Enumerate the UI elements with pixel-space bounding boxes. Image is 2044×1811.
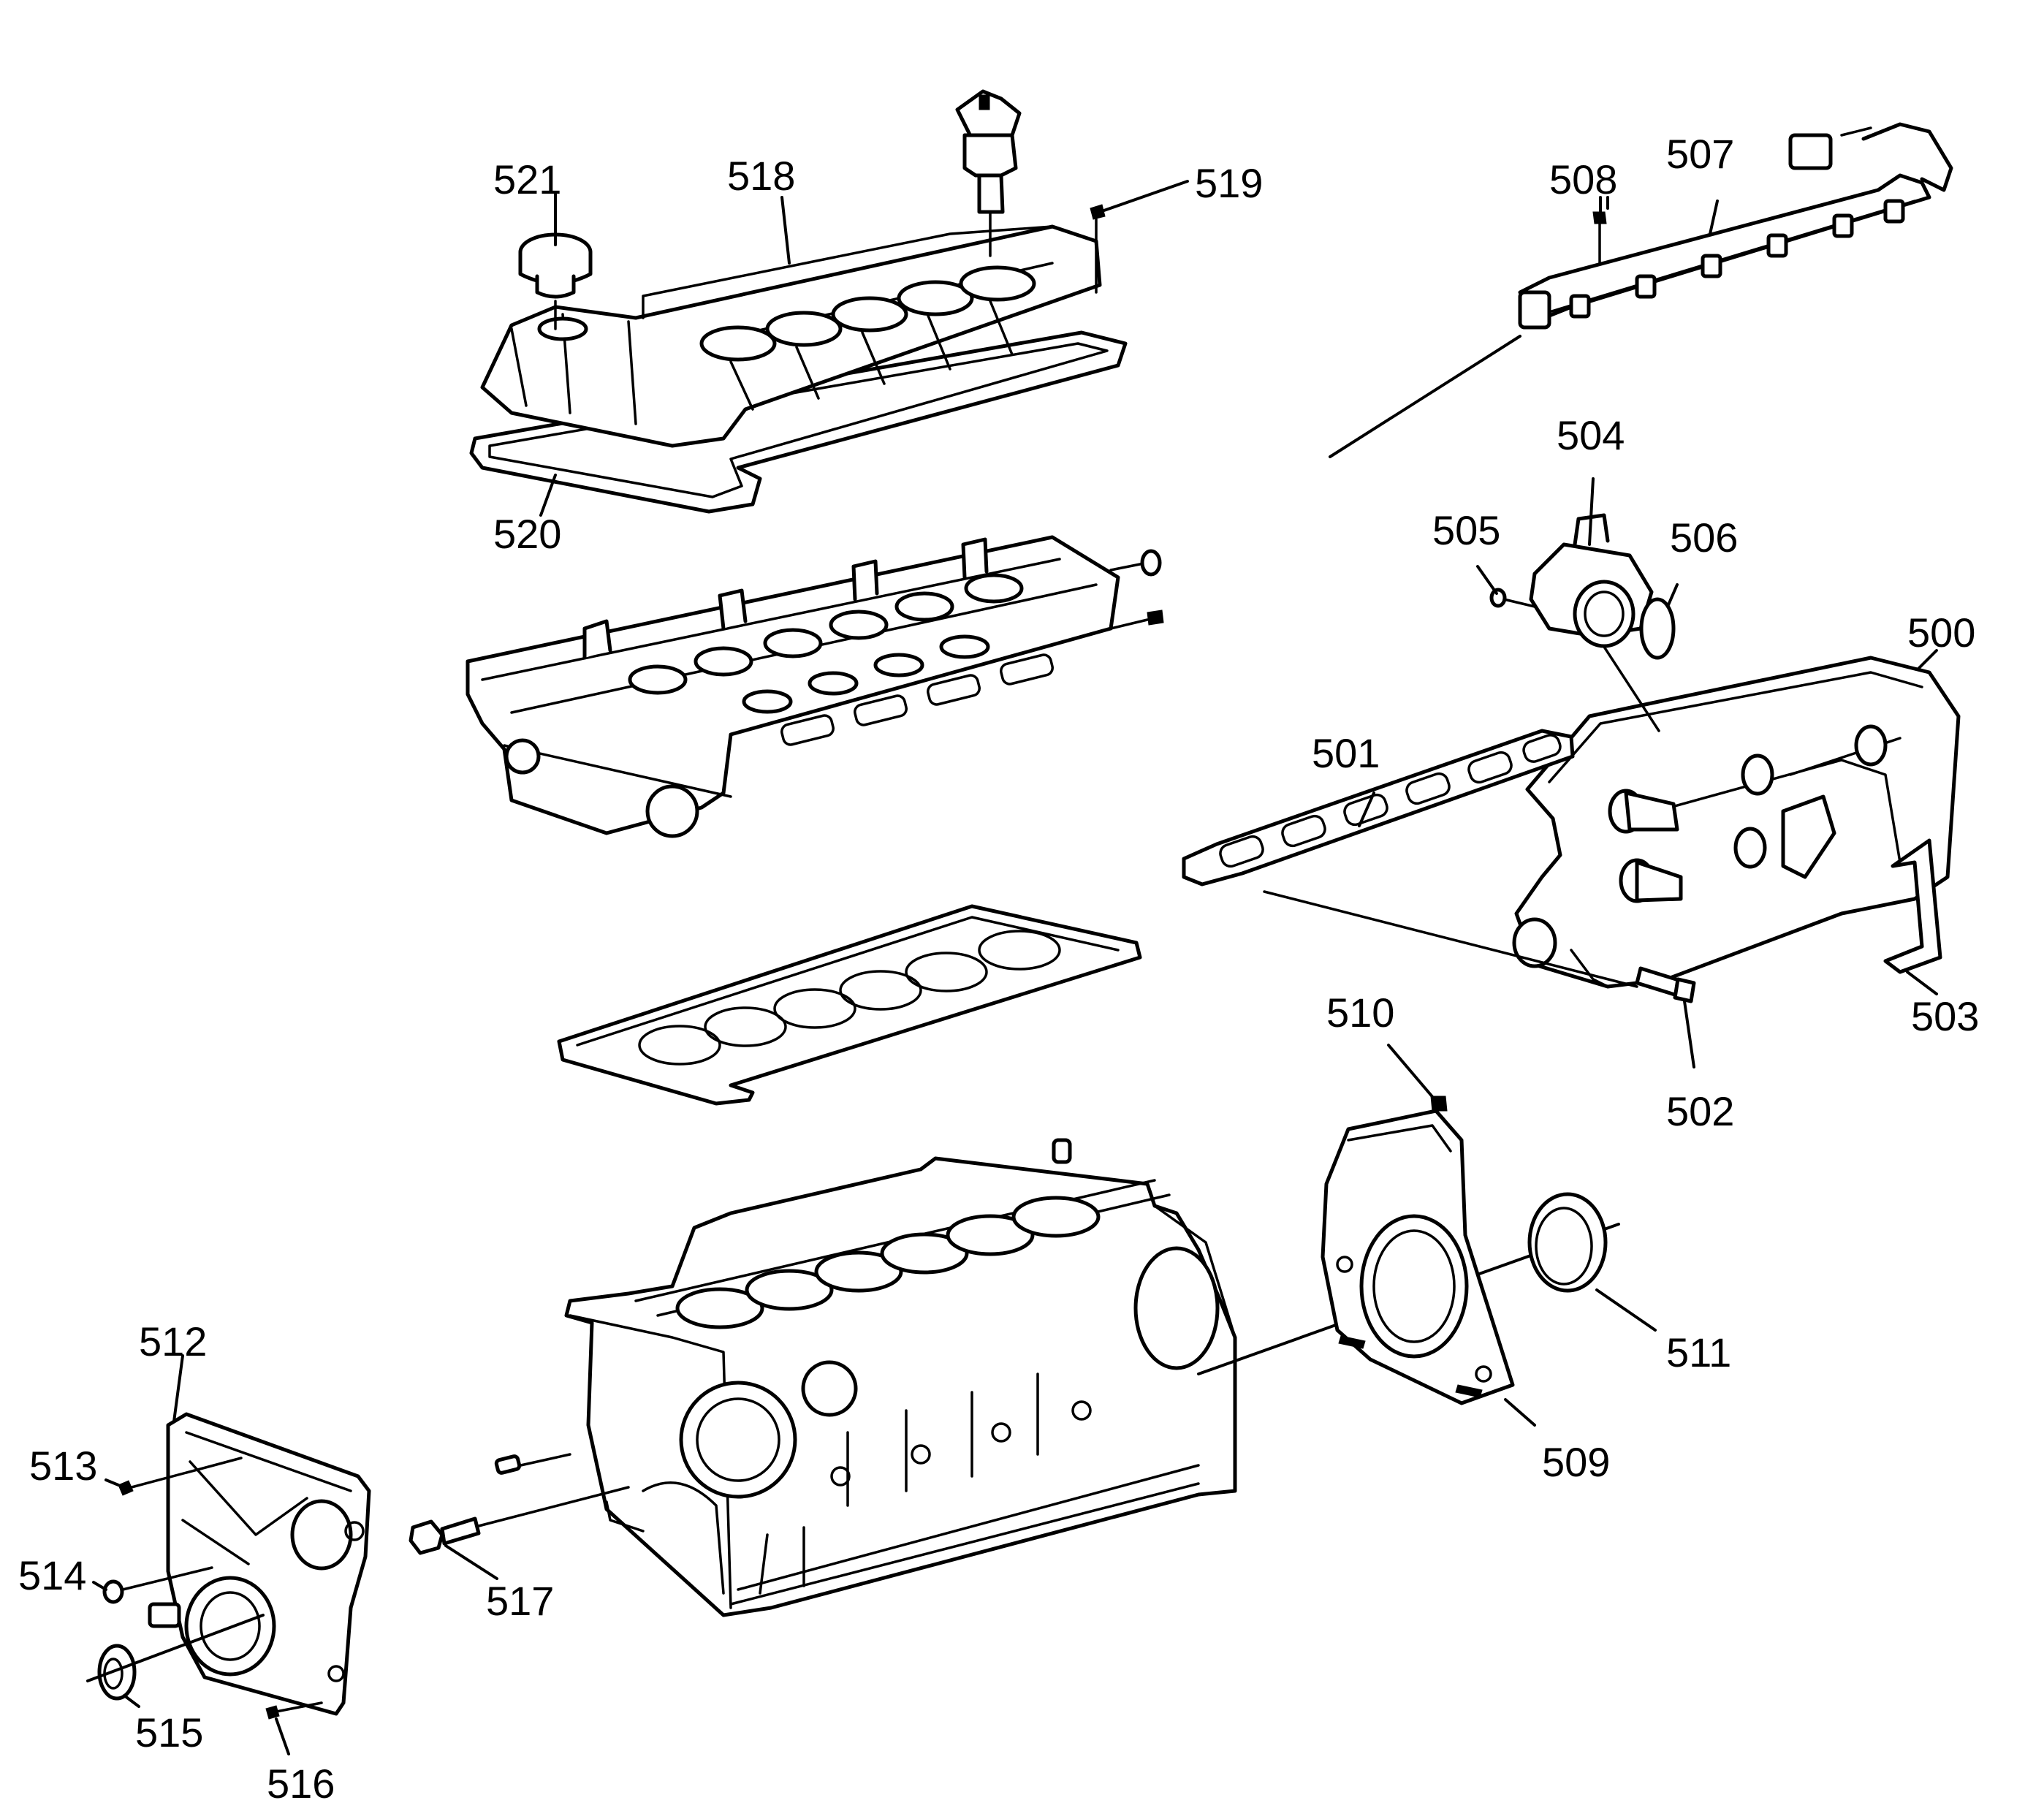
valve-cover	[480, 224, 1102, 448]
rear-seal-housing-bolt	[1387, 1044, 1448, 1112]
callout-500: 500	[1907, 610, 1975, 656]
callout-labels: 500 501 502 503 504 505 506 507 508 509 …	[18, 131, 1979, 1807]
cylinder-head	[466, 535, 1164, 838]
intake-manifold-bolt	[1263, 890, 1696, 1003]
callout-501: 501	[1312, 730, 1380, 776]
fuel-rail	[1329, 122, 1953, 458]
engine-front-cover	[148, 1412, 371, 1716]
callout-505: 505	[1432, 507, 1500, 553]
callout-513: 513	[29, 1443, 97, 1489]
head-gasket	[557, 904, 1142, 1106]
callout-521: 521	[493, 156, 561, 202]
throttle-body-gasket	[1639, 583, 1679, 660]
throttle-body-bolt	[1476, 565, 1536, 608]
callout-509: 509	[1542, 1439, 1610, 1485]
callout-502: 502	[1666, 1088, 1734, 1134]
intake-manifold	[1512, 656, 1961, 989]
callout-510: 510	[1326, 990, 1394, 1036]
callout-518: 518	[727, 153, 795, 199]
fuel-injector-connectors	[1569, 199, 1905, 319]
callout-511: 511	[1666, 1329, 1731, 1375]
front-cover-bolt-upper	[118, 1457, 243, 1496]
front-cover-bolt-middle	[102, 1566, 213, 1604]
crankshaft-front-seal	[86, 1614, 265, 1701]
leader-lines	[92, 192, 1938, 1755]
valve-cover-gasket	[469, 330, 1128, 514]
callout-515: 515	[135, 1709, 203, 1755]
callout-503: 503	[1911, 993, 1979, 1039]
front-cover-bolt-lower	[265, 1701, 323, 1720]
rear-main-seal	[1527, 1192, 1657, 1332]
callout-504: 504	[1557, 412, 1625, 458]
main-bearing-bolt	[409, 1453, 630, 1555]
valve-cover-bolt	[1090, 180, 1189, 294]
rear-main-seal-housing	[1321, 1109, 1515, 1405]
oil-fill-cap	[518, 232, 593, 330]
callout-508: 508	[1549, 156, 1617, 202]
callout-514: 514	[18, 1552, 86, 1598]
callout-506: 506	[1670, 515, 1738, 561]
throttle-body	[1529, 513, 1660, 732]
callout-519: 519	[1195, 160, 1263, 206]
callout-507: 507	[1666, 131, 1734, 177]
callout-516: 516	[267, 1761, 335, 1807]
ignition-coil	[955, 89, 1022, 257]
engine-block	[564, 1138, 1237, 1617]
callout-512: 512	[139, 1318, 207, 1364]
callout-517: 517	[486, 1578, 554, 1624]
callout-520: 520	[493, 511, 561, 557]
intake-manifold-gasket	[1182, 729, 1575, 886]
